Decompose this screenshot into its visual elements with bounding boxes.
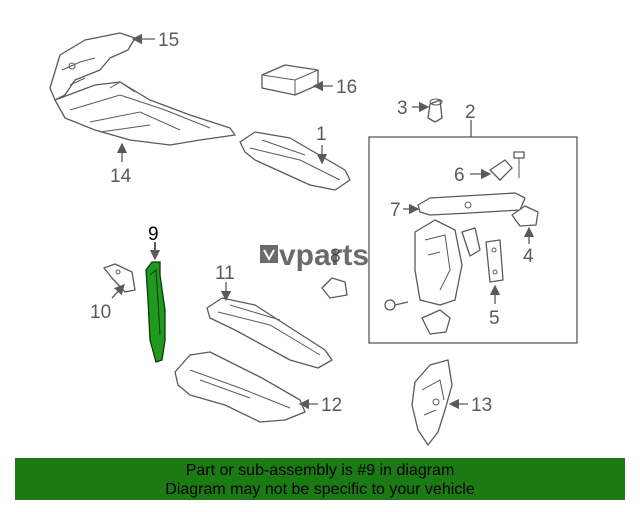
watermark-text: vparts — [279, 239, 369, 272]
part-14-shape — [54, 81, 236, 146]
banner-line-part: Part or sub-assembly is #9 in diagram — [185, 462, 455, 479]
vparts-watermark-logo: vparts — [260, 239, 369, 272]
part-10-shape — [103, 263, 136, 293]
callout-5: 5 — [489, 308, 500, 329]
part-15-shape — [49, 32, 136, 101]
callout-16: 16 — [336, 77, 357, 98]
parts-diagram: 15 14 16 1 2 3 6 7 — [49, 30, 578, 446]
callout-8: 8 — [330, 246, 341, 267]
callout-1: 1 — [316, 124, 327, 145]
part-7-shape — [417, 192, 526, 216]
part-5-shape — [485, 239, 504, 283]
callout-15: 15 — [158, 30, 179, 51]
banner-line-disclaimer: Diagram may not be specific to your vehi… — [165, 481, 475, 498]
part-12-shape — [174, 351, 306, 423]
part-info-banner: Part or sub-assembly is #9 in diagram Di… — [15, 458, 625, 500]
part-16-shape — [261, 64, 319, 96]
callout-12: 12 — [321, 395, 342, 416]
callout-11: 11 — [215, 263, 235, 284]
callout-3: 3 — [397, 98, 408, 119]
callout-14: 14 — [110, 166, 132, 187]
part-13-shape — [411, 359, 453, 446]
callout-7: 7 — [390, 200, 401, 221]
callout-13: 13 — [471, 395, 492, 416]
part-11-shape — [206, 297, 333, 369]
part-2-group-box — [368, 136, 578, 344]
part-1-shape — [239, 131, 351, 191]
part-4-shape — [511, 205, 539, 227]
part-9-shape-highlighted — [145, 261, 166, 363]
part-3-shape — [427, 98, 443, 123]
part-8-shape — [321, 219, 481, 335]
callout-2: 2 — [465, 102, 476, 123]
callout-6: 6 — [454, 165, 465, 186]
callout-4: 4 — [523, 246, 534, 267]
callout-10: 10 — [90, 302, 111, 323]
part-6-shape — [489, 151, 525, 181]
callout-9: 9 — [148, 224, 159, 245]
